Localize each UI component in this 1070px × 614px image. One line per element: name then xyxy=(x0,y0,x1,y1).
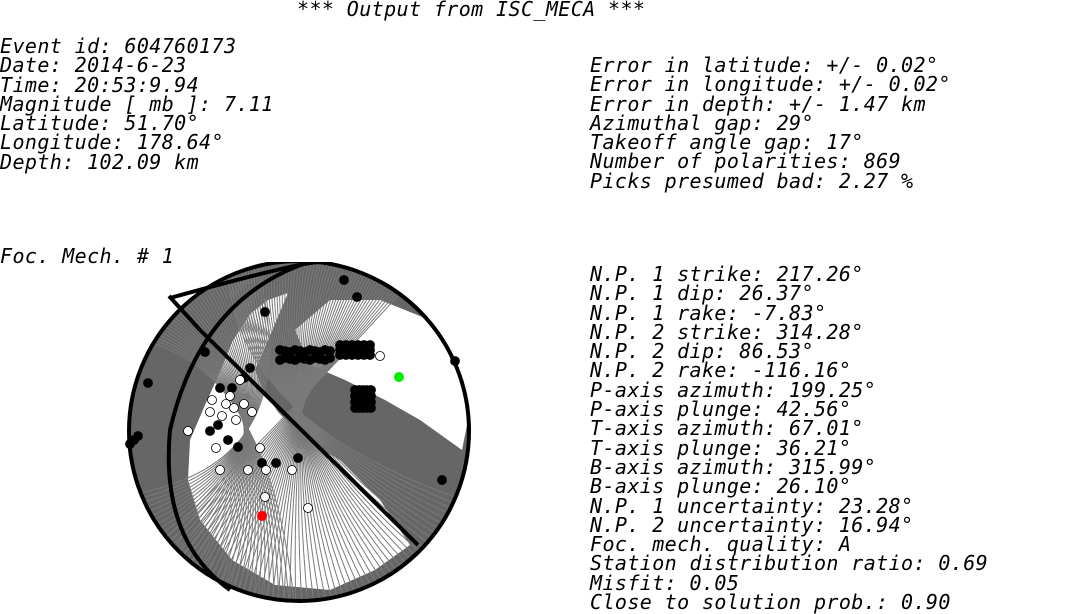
dilatation-polarity-dot xyxy=(261,465,271,475)
dilatation-polarity-dot xyxy=(239,399,249,409)
mechanism-params-line: N.P. 1 rake: -7.83° xyxy=(590,300,827,325)
t-axis-marker xyxy=(394,372,404,382)
mechanism-params-line: T-axis azimuth: 67.01° xyxy=(590,416,864,441)
nodal-plane-2 xyxy=(198,328,420,547)
dilatation-polarity-dot xyxy=(211,443,221,453)
compression-polarity-dot xyxy=(271,458,281,468)
compression-polarity-dot xyxy=(223,435,233,445)
focal-mechanism-beachball xyxy=(125,262,471,603)
mechanism-params-line: Misfit: 0.05 xyxy=(590,570,740,595)
dilatation-polarity-dot xyxy=(183,426,193,436)
event-info-line: Latitude: 51.70° xyxy=(0,111,200,136)
compression-polarity-dot xyxy=(365,350,375,360)
dilatation-polarity-dot xyxy=(243,465,253,475)
compression-polarity-dot xyxy=(260,307,270,317)
nodal-plane-1-outer xyxy=(169,262,321,300)
mechanism-params-line: Station distribution ratio: 0.69 xyxy=(590,551,989,576)
dilatation-polarity-dot xyxy=(215,465,225,475)
quality-info-line: Error in latitude: +/- 0.02° xyxy=(590,53,939,77)
dilatation-polarity-dot xyxy=(221,399,231,409)
mechanism-params-line: T-axis plunge: 36.21° xyxy=(590,435,852,460)
location-quality-block: Error in latitude: +/- 0.02°Error in lon… xyxy=(590,53,951,193)
dilatation-polarity-dot xyxy=(205,407,215,417)
mechanism-label: Foc. Mech. # 1 xyxy=(0,244,175,268)
compression-polarity-dot xyxy=(205,426,215,436)
compression-polarity-dot xyxy=(125,439,135,449)
compression-polarity-dot xyxy=(200,347,210,357)
event-info-line: Magnitude [ mb ]: 7.11 xyxy=(0,91,274,116)
event-info-line: Longitude: 178.64° xyxy=(0,130,224,155)
nodal-plane-1-trace xyxy=(167,294,202,332)
quality-info-line: Number of polarities: 869 xyxy=(590,149,902,174)
event-info-line: Time: 20:53:9.94 xyxy=(0,72,200,97)
mechanism-params-line: N.P. 2 dip: 86.53° xyxy=(590,339,814,364)
compression-polarity-dot xyxy=(352,292,362,302)
mechanism-params-line: N.P. 2 strike: 314.28° xyxy=(590,319,864,344)
mechanism-params-line: N.P. 1 strike: 217.26° xyxy=(590,262,864,286)
compression-polarity-dot xyxy=(133,431,143,441)
mechanism-params-line: N.P. 2 rake: -116.16° xyxy=(590,358,852,383)
event-info-line: Date: 2014-6-23 xyxy=(0,53,187,78)
compression-polarity-dot xyxy=(339,275,349,285)
station-polarities xyxy=(125,275,460,513)
quality-info-line: Error in longitude: +/- 0.02° xyxy=(590,72,951,97)
dilatation-polarity-dot xyxy=(375,351,385,361)
mechanism-params-line: B-axis plunge: 26.10° xyxy=(590,474,852,499)
compression-polarity-dot xyxy=(213,420,223,430)
mechanism-params-line: N.P. 2 uncertainty: 16.94° xyxy=(590,512,914,537)
dilatation-polarity-dot xyxy=(287,465,297,475)
compression-polarity-dot xyxy=(227,383,237,393)
event-info-line: Depth: 102.09 km xyxy=(0,149,200,174)
dilatation-polarity-dot xyxy=(235,375,245,385)
quality-info-line: Error in depth: +/- 1.47 km xyxy=(590,91,926,116)
page-title: *** Output from ISC_MECA *** xyxy=(297,0,646,21)
dilatation-polarity-dot xyxy=(260,492,270,502)
quality-info-line: Azimuthal gap: 29° xyxy=(590,110,814,135)
mechanism-params-line: Close to solution prob.: 0.90 xyxy=(590,590,951,614)
mechanism-params-line: Foc. mech. quality: A xyxy=(590,532,852,557)
dilatation-polarity-dot xyxy=(225,391,235,401)
mechanism-params-line: P-axis azimuth: 199.25° xyxy=(590,377,877,402)
dilatation-polarity-dot xyxy=(217,411,227,421)
dilatation-polarity-dot xyxy=(247,407,257,417)
compression-polarity-dot xyxy=(366,403,376,413)
mechanism-parameters-block: N.P. 1 strike: 217.26°N.P. 1 dip: 26.37°… xyxy=(590,262,989,614)
p-axis-marker xyxy=(257,511,267,521)
mechanism-params-line: N.P. 1 dip: 26.37° xyxy=(590,281,814,306)
compression-polarity-dot xyxy=(245,363,255,373)
compression-polarity-dot xyxy=(293,453,303,463)
dilatation-polarity-dot xyxy=(229,403,239,413)
quality-info-line: Takeoff angle gap: 17° xyxy=(590,130,864,155)
compression-polarity-dot xyxy=(233,442,243,452)
mechanism-params-line: P-axis plunge: 42.56° xyxy=(590,397,852,422)
dilatation-polarity-dot xyxy=(303,503,313,513)
dilatation-polarity-dot xyxy=(231,415,241,425)
compression-polarity-dot xyxy=(450,356,460,366)
mechanism-params-line: N.P. 1 uncertainty: 23.28° xyxy=(590,493,914,518)
compression-polarity-dot xyxy=(215,383,225,393)
mechanism-params-line: B-axis azimuth: 315.99° xyxy=(590,454,877,479)
event-info-line: Event id: 604760173 xyxy=(0,34,237,58)
nodal-plane-1 xyxy=(166,262,307,592)
compression-polarity-dot xyxy=(143,378,153,388)
dilatation-polarity-dot xyxy=(255,443,265,453)
dilatation-polarity-dot xyxy=(207,395,217,405)
focal-sphere-outline xyxy=(127,262,471,603)
compression-polarity-dot xyxy=(325,353,335,363)
quality-info-line: Picks presumed bad: 2.27 % xyxy=(590,168,914,193)
dilatational-quadrant-upper xyxy=(295,300,469,450)
compression-polarity-dot xyxy=(437,475,447,485)
